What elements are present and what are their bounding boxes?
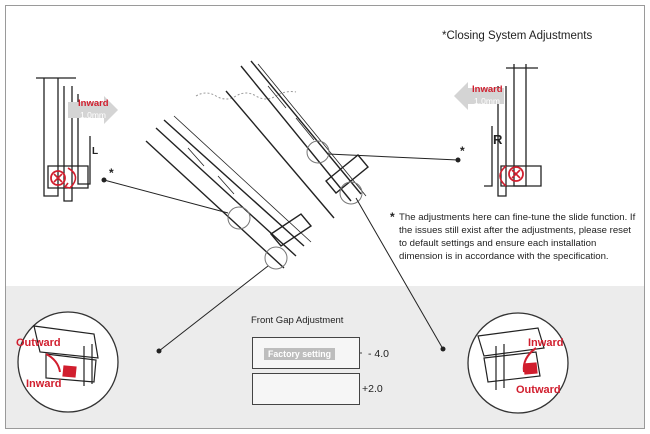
bottom-left-inward-label: Inward xyxy=(26,378,62,390)
callout-circle-1 xyxy=(306,140,330,164)
right-star-marker: * xyxy=(460,144,465,158)
factory-setting-label: Factory setting xyxy=(264,348,336,360)
left-inward-label: Inward xyxy=(78,98,109,109)
bottom-right-mechanism xyxy=(477,327,545,390)
slide-rail-main xyxy=(225,60,369,219)
bottom-left-outward-label: Outward xyxy=(16,337,61,349)
front-gap-value-bottom: +2.0 xyxy=(362,383,383,395)
right-inward-amount: 1.0mm xyxy=(474,96,500,106)
right-detail-assembly xyxy=(484,64,542,197)
leader-line-left xyxy=(103,179,229,214)
leader-line-right xyxy=(327,153,459,161)
bottom-left-red-arrow xyxy=(45,353,61,373)
leader-dot-bottom-right xyxy=(440,346,446,352)
leader-dot-left xyxy=(101,177,107,183)
bottom-left-detail-circle xyxy=(17,311,119,413)
left-side-letter: L xyxy=(92,146,99,157)
leader-dot-bottom-left xyxy=(156,348,162,354)
diagram-drawing xyxy=(17,60,569,414)
front-gap-value-top: - 4.0 xyxy=(368,348,390,360)
left-inward-amount: 1.0mm xyxy=(80,110,106,120)
slide-rail-secondary xyxy=(145,115,313,269)
bottom-left-mechanism xyxy=(33,325,99,386)
bottom-right-outward-label: Outward xyxy=(516,384,561,396)
front-gap-title: Front Gap Adjustment xyxy=(251,315,344,326)
leader-line-bottom-right xyxy=(355,197,444,350)
right-inward-label: Inward xyxy=(472,84,503,95)
section-title: *Closing System Adjustments xyxy=(442,30,593,42)
bottom-right-inward-label: Inward xyxy=(528,337,564,349)
bottom-right-red-arrow xyxy=(522,347,537,373)
callout-circle-2 xyxy=(227,206,251,230)
left-inward-arrow xyxy=(68,96,118,124)
note-star: * xyxy=(390,210,395,224)
left-star-marker: * xyxy=(109,166,114,180)
diagram-frame: *Closing System Adjustments * * Inward 1… xyxy=(5,5,645,429)
callout-circle-4 xyxy=(264,246,288,270)
left-detail-assembly xyxy=(36,77,91,202)
right-inward-arrow xyxy=(454,82,504,110)
cut-line-top xyxy=(195,91,297,100)
callout-circle-3 xyxy=(339,181,363,205)
front-gap-box-adjusted xyxy=(252,373,360,405)
bottom-right-detail-circle xyxy=(467,312,569,414)
adjustment-note: The adjustments here can fine-tune the s… xyxy=(399,212,636,262)
leader-dot-right xyxy=(455,157,461,163)
right-side-letter: R xyxy=(493,132,503,147)
leader-line-bottom-left xyxy=(158,265,269,352)
